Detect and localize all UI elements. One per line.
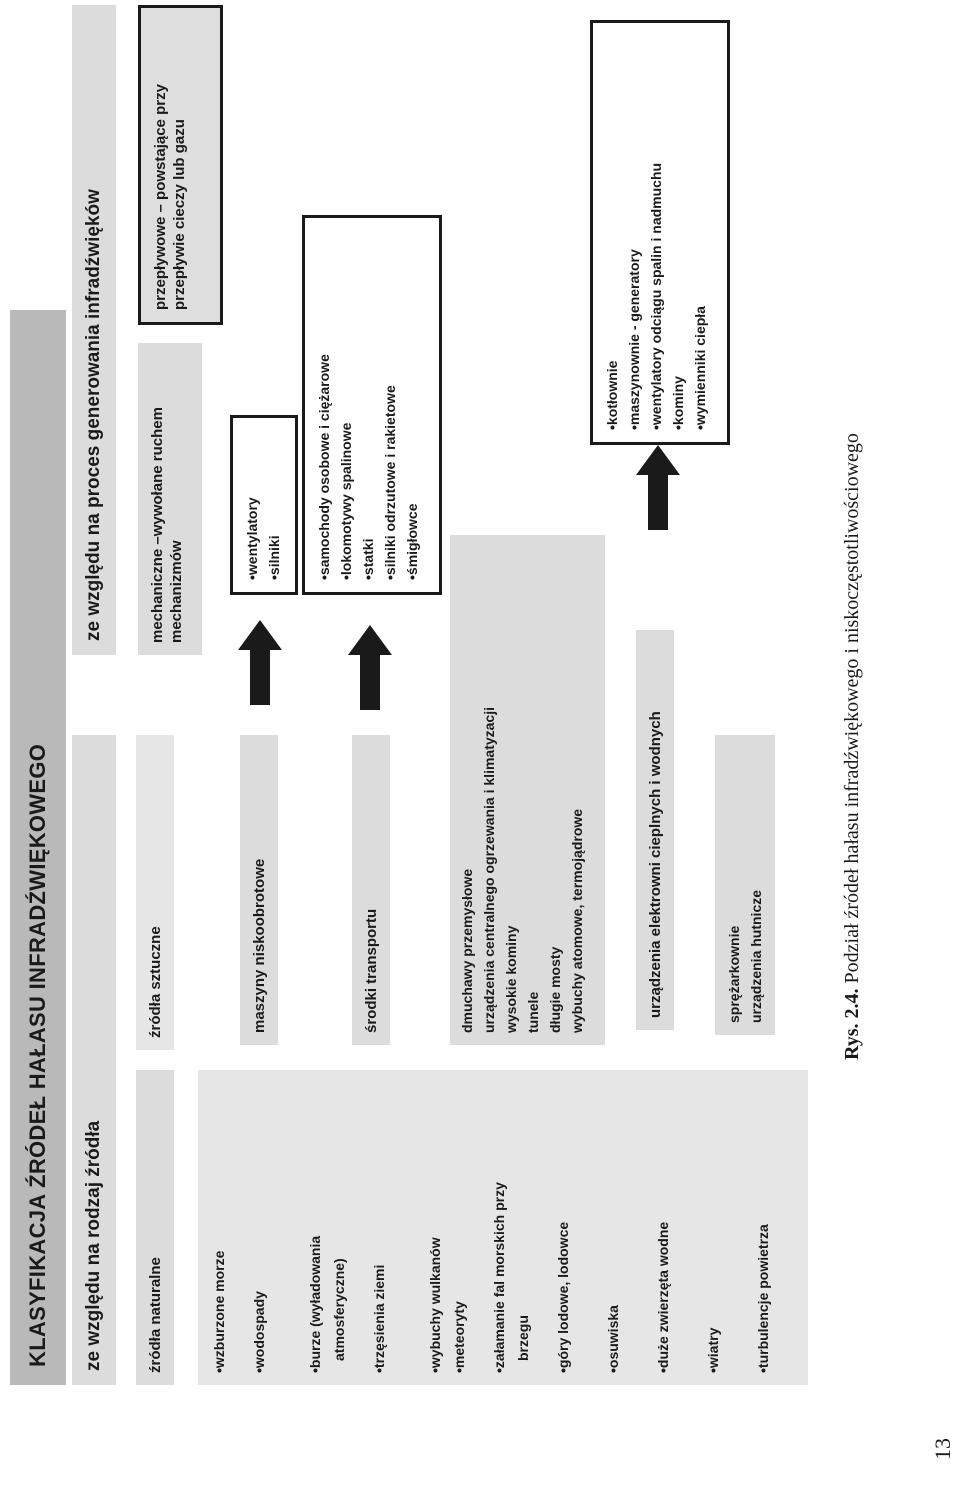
natural-sources-header: źródła naturalne <box>136 1070 174 1385</box>
list-item: wybuchy atomowe, termojądrowe <box>569 808 585 1033</box>
list-item: wzburzone morze <box>208 1082 232 1373</box>
artificial-sources-header: źródła sztuczne <box>136 735 174 1050</box>
metallurgy-list: sprężarkownie urządzenia hutnicze <box>715 735 775 1035</box>
branch-by-generation-process: ze względu na proces generowania infradź… <box>72 5 116 655</box>
boiler-rooms-box: kotłownie maszynownie - generatory wenty… <box>590 20 730 445</box>
list-item: burze (wyładowania <box>288 1082 328 1373</box>
low-speed-machines: maszyny niskoobrotowe <box>240 735 278 1045</box>
arrow-right-icon <box>238 620 282 705</box>
list-item: wodospady <box>232 1082 288 1373</box>
classification-diagram: KLASYFIKACJA ŹRÓDEŁ HAŁASU INFRADŹWIĘKOW… <box>0 5 808 1385</box>
list-item: urządzenia centralnego ogrzewania i klim… <box>481 707 497 1033</box>
list-item: wysokie kominy <box>503 925 519 1033</box>
vehicles-box: samochody osobowe i ciężarowe lokomotywy… <box>302 215 442 595</box>
list-item: samochody osobowe i ciężarowe <box>313 230 335 580</box>
list-item: kotłownie <box>601 35 623 430</box>
list-item: silniki odrzutowe i rakietowe <box>379 230 401 580</box>
caption-label: Rys. 2.4. <box>841 988 863 1060</box>
list-item: turbulencje powietrza <box>742 1082 776 1373</box>
list-item: osuwiska <box>592 1082 642 1373</box>
list-item: maszynownie - generatory <box>623 35 645 430</box>
list-item: atmosferyczne) <box>331 1258 347 1361</box>
fans-engines-box: wentylatory silniki <box>230 415 298 595</box>
list-item: tunele <box>525 991 541 1033</box>
arrow-right-icon <box>348 625 392 710</box>
list-item: wentylatory <box>241 430 263 580</box>
industrial-sources-list: dmuchawy przemysłowe urządzenia centraln… <box>450 535 605 1045</box>
transport-means: środki transportu <box>352 735 390 1045</box>
branch-by-source-type: ze względu na rodzaj źródła <box>72 735 116 1385</box>
list-item: wymienniki ciepła <box>689 35 711 430</box>
list-item: silniki <box>263 430 285 580</box>
list-item: brzegu <box>515 1315 531 1361</box>
caption-text: Podział źródeł hałasu infradźwiękowego i… <box>841 433 863 989</box>
list-item: góry lodowe, lodowce <box>536 1082 592 1373</box>
list-item: lokomotywy spalinowe <box>335 230 357 580</box>
list-item: meteoryty <box>448 1082 472 1373</box>
list-item: duże zwierzęta wodne <box>642 1082 692 1373</box>
list-item: trzęsienia ziemi <box>352 1082 408 1373</box>
list-item: wybuchy wulkanów <box>408 1082 448 1373</box>
list-item: sprężarkownie <box>726 925 742 1023</box>
list-item: długie mosty <box>547 946 563 1033</box>
list-item: wiatry <box>692 1082 742 1373</box>
list-item: urządzenia hutnicze <box>748 889 764 1023</box>
list-item: załamanie fal morskich przy <box>472 1082 512 1373</box>
list-item: śmigłowce <box>401 230 423 580</box>
flow-sources: przepływowe – powstające przy przepływie… <box>138 5 223 325</box>
arrow-right-icon <box>636 445 680 530</box>
list-item: wentylatory odciągu spalin i nadmuchu <box>645 35 667 430</box>
list-item: dmuchawy przemysłowe <box>459 868 475 1033</box>
diagram-title: KLASYFIKACJA ŹRÓDEŁ HAŁASU INFRADŹWIĘKOW… <box>10 310 66 1385</box>
natural-sources-list: wzburzone morze wodospady burze (wyładow… <box>198 1070 808 1385</box>
list-item: statki <box>357 230 379 580</box>
list-item: kominy <box>667 35 689 430</box>
mechanical-sources: mechaniczne –wywołane ruchem mechanizmów <box>138 343 202 655</box>
power-plant-devices: urządzenia elektrowni cieplnych i wodnyc… <box>636 630 674 1030</box>
